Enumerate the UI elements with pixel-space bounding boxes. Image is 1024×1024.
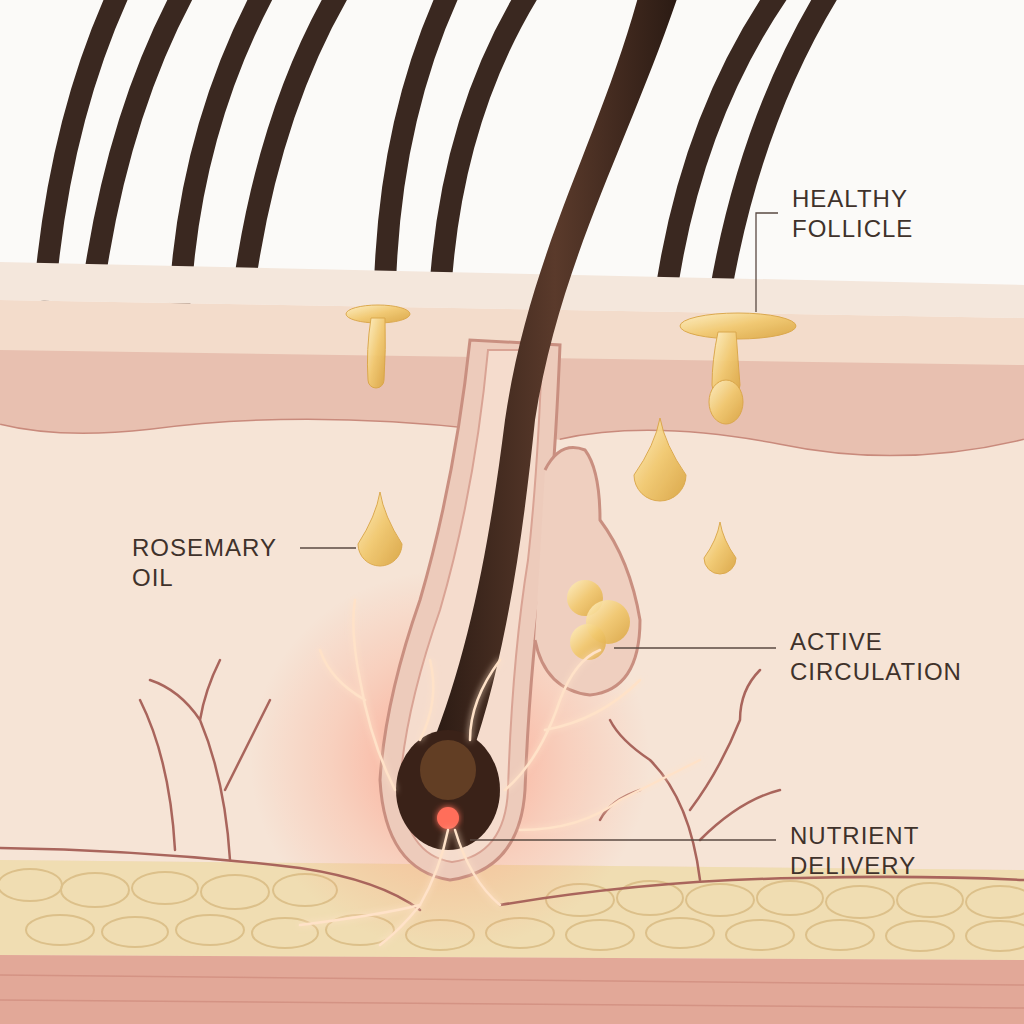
fat-cell: [26, 915, 94, 945]
glowing-vessel: [300, 905, 420, 925]
hair-strands: [45, 0, 830, 300]
fat-cell: [252, 918, 318, 948]
vessel: [610, 670, 760, 880]
leader-line: [300, 547, 356, 548]
hair-strand: [440, 0, 530, 295]
callout-label: HEALTHY FOLLICLE: [792, 184, 913, 244]
fat-cell: [806, 920, 874, 950]
leader-line: [614, 647, 776, 648]
fat-cell: [726, 920, 794, 950]
hair-strand: [720, 0, 830, 295]
fat-cell: [897, 883, 963, 917]
leader-lines: [300, 213, 778, 840]
fat-cell: [132, 872, 198, 904]
vessel: [500, 877, 1024, 905]
glowing-vessel: [455, 830, 500, 905]
callout-label: NUTRIENT DELIVERY: [790, 821, 919, 881]
bulb-highlight: [420, 740, 476, 800]
fat-cell: [0, 869, 62, 901]
oil-puddle: [680, 313, 796, 339]
fat-cell: [566, 920, 634, 950]
fat-cell: [757, 881, 823, 915]
fat-cell: [886, 921, 954, 951]
oil-drop: [709, 380, 743, 424]
vessel: [150, 660, 270, 860]
oil-drop: [704, 522, 736, 574]
glowing-vessel: [320, 600, 395, 790]
fat-cell: [646, 918, 714, 948]
fat-cell: [966, 886, 1024, 918]
glowing-vessel: [505, 650, 640, 790]
vessel: [0, 848, 420, 910]
glowing-vessel: [380, 830, 448, 945]
fat-cell: [61, 873, 129, 907]
muscle-fibres: [0, 975, 1024, 1008]
leader-line: [470, 839, 776, 840]
hair-strand: [245, 0, 340, 280]
active-vessels: [300, 600, 700, 945]
oil-drip: [367, 318, 385, 388]
oil-drop: [358, 492, 402, 566]
fat-cell: [686, 884, 754, 916]
glowing-vessel: [420, 660, 500, 740]
glowing-vessel: [520, 760, 700, 830]
hair-shaft: [430, 0, 680, 760]
callout-label: ROSEMARY OIL: [132, 533, 277, 593]
oil-drops: [346, 305, 796, 574]
fat-cell: [201, 875, 269, 909]
leader-line: [756, 213, 778, 312]
fat-cell: [966, 921, 1024, 951]
muscle-layer: [0, 955, 1024, 1024]
oil-lobe: [570, 624, 606, 660]
fat-cell: [102, 917, 168, 947]
hair-strand: [95, 0, 185, 275]
oil-drop: [634, 418, 686, 501]
dermal-papilla: [437, 807, 459, 829]
fat-cell: [826, 886, 894, 918]
fat-cell: [176, 915, 244, 945]
callout-label: ACTIVE CIRCULATION: [790, 627, 962, 687]
vessel: [140, 700, 175, 850]
